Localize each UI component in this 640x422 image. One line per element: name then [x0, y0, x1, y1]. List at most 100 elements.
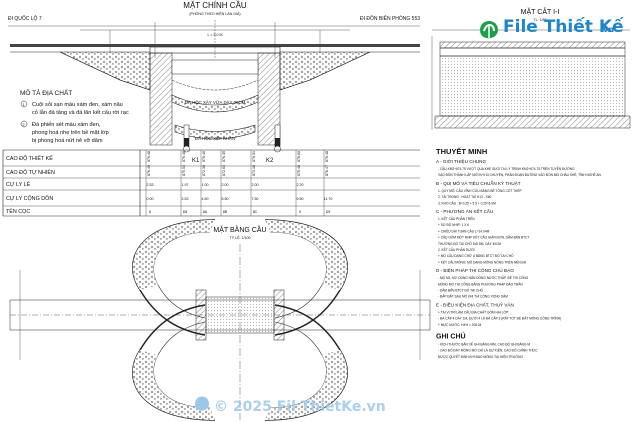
table-cell: 8: [149, 210, 151, 214]
notes-ghi-chu-title: GHI CHÚ: [436, 332, 466, 341]
channel-opening: [171, 59, 259, 75]
notes-line: 2. TẢI TRỌNG : HOẠT TẢI H13 - X60: [438, 194, 491, 199]
table-cell: 873.18: [252, 165, 256, 176]
brand-domain: .vn: [600, 25, 614, 34]
table-cell: 2.20: [297, 183, 304, 187]
notes-line: 3. KHỔ CẦU : B=0.25 + 5.5 + 0.25=6.0M: [438, 200, 496, 205]
notes-line: - CẦU KM2+674.75 VƯỢT QUA KHE SUỐI TẠI L…: [438, 166, 575, 171]
plan-title: MẶT BẰNG CẦU: [213, 224, 266, 234]
table-cell: 1.97: [182, 183, 189, 187]
label-mortar-stone: ĐÁ HỘC XÂY VỮA DÀY 25CM: [185, 100, 246, 105]
geology-2-line-1: Đá phiến sét màu xám đen,: [32, 122, 101, 128]
notes-line: 1. KẾT CẤU PHẦN TRÊN: [438, 216, 475, 221]
notes-heading: D - BIỆN PHÁP THI CÔNG CHỦ ĐẠO: [436, 266, 514, 273]
table-row-label: CAO ĐỘ TỰ NHIÊN: [6, 168, 55, 176]
notes-line: THƯỜNG ĐỔ TẠI CHỖ DÀI 6M, DÀY 40CM: [438, 241, 501, 246]
table-cell: 875.53: [182, 165, 186, 176]
section-view: MẶT CẮT I-I TL: 1/50: [431, 7, 631, 130]
notes-panel: THUYẾT MINH A - GIỚI THIỆU CHUNG - CẦU KM…: [436, 146, 602, 359]
notes-line: - ĐÁ CẤP 4 DÀY 1M, DƯỚI 4 LÀ ĐÁ CẤP 3 (R…: [438, 316, 561, 321]
geology-title: MÔ TẢ ĐỊA CHẤT: [20, 87, 72, 97]
svg-text:1: 1: [22, 102, 25, 107]
plan-scale: TỶ LỆ: 1/100: [230, 235, 251, 240]
section-slab: [439, 41, 626, 49]
notes-line: + CẦU GỒM MỘT NHỊP KẾT CẤU GIẢN ĐƠN, DẦM…: [438, 235, 529, 240]
table-cell: 876.49: [147, 165, 151, 176]
table-row-label: CỰ LY LẺ: [6, 181, 31, 188]
right-road-label: ĐI ĐỒN BIÊN PHÒNG 553: [360, 14, 420, 22]
borehole-k1: K1: [183, 124, 200, 164]
footer-text: © 2025 Fil ThietKe.vn: [214, 399, 386, 415]
plan-abutment-left: [195, 289, 207, 341]
plan-abutment-right: [273, 289, 285, 341]
table-cell: 11.70: [324, 197, 333, 201]
notes-heading: A - GIỚI THIỆU CHUNG: [436, 157, 486, 164]
notes-title: THUYẾT MINH: [436, 146, 487, 156]
notes-line: + KẾT CẤU MÓNG: MỐ DẠNG MÓNG NÔNG TRÊN N…: [438, 259, 527, 264]
geology-2-line-3: bị phong hoá nứt nẻ vỡ dăm: [32, 138, 103, 144]
stream-bed-lining: [171, 94, 259, 113]
table-row-label: CAO ĐỘ THIẾT KẾ: [6, 155, 53, 162]
notes-line: - DẦM BẢN BTCT ĐỔ TẠI CHỖ: [438, 288, 484, 293]
table-cell: 876.48: [182, 151, 186, 162]
section-footing: [434, 115, 631, 129]
plan-view: MẶT BẰNG CẦU TỶ LỆ: 1/100: [9, 219, 431, 421]
table-cell: 7.50: [252, 197, 259, 201]
stream-bed-riprap: [174, 124, 256, 140]
notes-line: + CHIỀU DÀI TOÀN CẦU L=14.04M: [438, 228, 490, 233]
notes-line: - MỐ M1, M2: DÙNG NẮN DÒNG NƯỚC THẤP, ĐỂ…: [438, 275, 529, 280]
section-abutment: [439, 55, 626, 117]
table-cell: 876.35: [222, 151, 226, 162]
section-scale: TL: 1/50: [533, 18, 546, 22]
table-cell: 8C: [253, 210, 258, 214]
notes-line: + SƠ ĐỒ NHỊP: 1 X 6: [438, 222, 469, 227]
notes-line: VÀO ĐỒN THÀNH LẬP MỚI KHI DI CHUYỂN, PHÂ…: [438, 172, 602, 177]
table-cell: D9: [326, 210, 331, 214]
table-row-label: CỰ LY CỘNG DỒN: [6, 195, 53, 202]
notes-line: 1. QUY MÔ: CẦU VĨNH CỬU BẰNG BÊ TÔNG CỐT…: [438, 188, 522, 193]
table-cell: 9: [299, 210, 301, 214]
svg-text:2: 2: [22, 122, 25, 127]
geology-2-line-2: phong hoá nhẹ trên bề mặt lớp: [32, 130, 109, 136]
table-cell: D8: [183, 210, 188, 214]
table-cell: 876.48: [147, 151, 151, 162]
borehole-k2: K2: [266, 124, 281, 164]
table-cell: 875.40: [297, 165, 301, 176]
table-cell: 876.46: [202, 151, 206, 162]
table-cell: 872.63: [222, 165, 226, 176]
geology-legend: MÔ TẢ ĐỊA CHẤT 1 Cuội sỏi sạn màu xám đe…: [20, 87, 129, 144]
table-cell: 8A: [203, 210, 208, 214]
table-cell: 2.53: [147, 183, 154, 187]
notes-ghi-chu-line: - CAO ĐỘ ĐÁY MÓNG MỐ CHỈ LÀ DỰ KIẾN, CAO…: [438, 348, 538, 353]
notes-heading: E - ĐIỀU KIỆN ĐỊA CHẤT, THUỶ VĂN: [436, 300, 514, 307]
footer-watermark: © 2025 Fil ThietKe.vn: [195, 396, 386, 415]
notes-line: + TẠI VỊ TRÍ LÀM CẦU ĐỊA CHẤT GỒM HAI LỚ…: [438, 309, 509, 314]
table-cell: 2.53: [182, 197, 189, 201]
longitudinal-data-table: CAO ĐỘ THIẾT KẾ 876.48 876.48 876.46 876.35 8…: [2, 149, 420, 217]
table-cell: 5.50: [222, 197, 229, 201]
station-k2: K2: [266, 158, 274, 164]
table-cell: 1.00: [202, 183, 209, 187]
section-title: MẶT CẮT I-I: [521, 7, 560, 16]
notes-line: + MỐ CẦU DẠNG CHỮ U BẰNG BTCT ĐỔ TẠI CHỖ: [438, 253, 514, 258]
table-cell: 4.50: [202, 197, 209, 201]
road-deck: [10, 44, 420, 47]
table-cell: 9.50: [297, 197, 304, 201]
geology-1-line-2: cỏ lẫn đá tảng và đá lăn kết cấu rời rạc: [32, 109, 129, 116]
right-embankment: [279, 51, 371, 91]
brand-logo: File Thiết Kế .vn: [480, 16, 624, 39]
table-cell: 876.60: [297, 151, 301, 162]
left-road-label: ĐI QUỐC LỘ 7: [8, 15, 42, 22]
bridge-slab: [149, 46, 281, 54]
station-k1: K1: [192, 158, 200, 164]
table-cell: 0.00: [147, 197, 154, 201]
table-cell: 2.00: [252, 183, 259, 187]
notes-line: 2. KẾT CẤU PHẦN DƯỚI: [438, 247, 475, 252]
notes-ghi-chu-line: - KÍCH THƯỚC BẢN VẼ GHI BẰNG MM, CAO ĐỘ …: [438, 342, 530, 347]
table-cell: 876.48: [325, 151, 329, 162]
geology-1-line-1: Cuội sỏi sạn màu xám đen, xám nâu: [32, 101, 123, 108]
left-embankment: [59, 51, 151, 91]
table-cell: 876.47: [325, 165, 329, 176]
elevation-view: MẶT CHÍNH CẦU (PHÓNG THEO HIỆN LÀN GIÁ) …: [8, 0, 420, 164]
notes-ghi-chu-line: ĐƯỢC QUYẾT ĐỊNH KHI ĐÀO MÓNG TẠI HIỆN TR…: [438, 354, 523, 359]
